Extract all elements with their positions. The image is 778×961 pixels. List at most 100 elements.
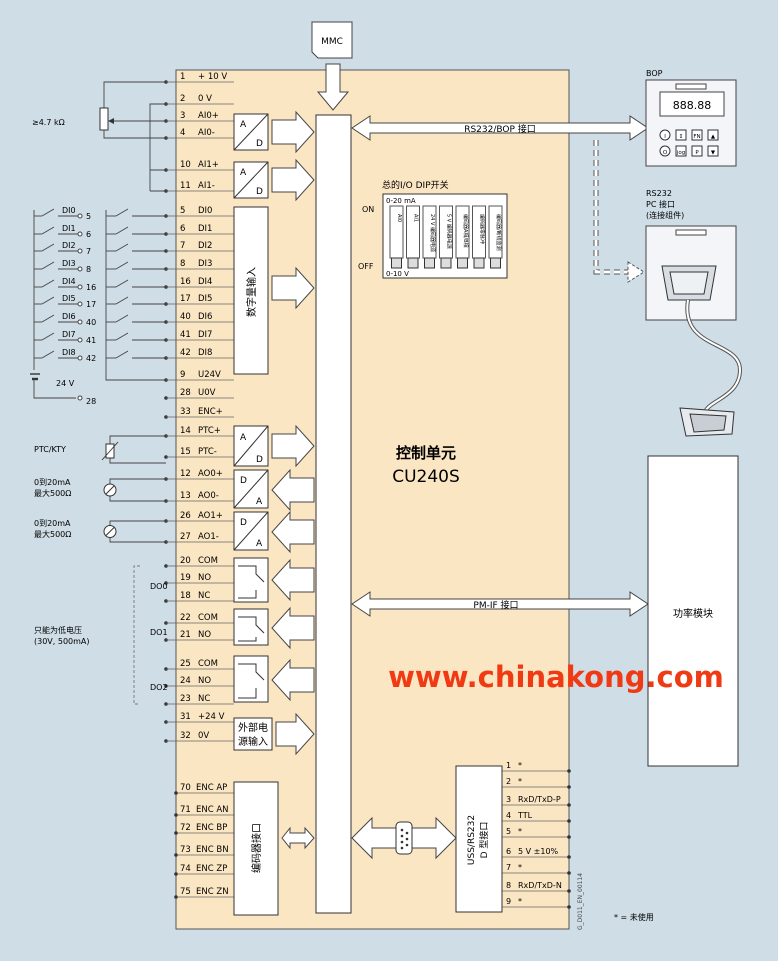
arrow-di-to-bus [271,266,315,310]
terminal-number: 13 [180,491,191,501]
dip-switch-label: 5 V 编码器电源 [446,214,453,249]
terminal-number: 11 [180,181,191,191]
control-unit-title: 控制单元 [396,444,456,462]
terminal-label: NO [198,676,211,686]
bop-key-label: ▲ [711,134,716,140]
terminal-number: 18 [180,591,191,601]
encoder-terminal-node [174,872,178,876]
ao1-range: 0到20mA [34,519,71,528]
dsub-label-2: D 型接口 [478,822,490,859]
bop-key-label: jog [676,150,685,156]
dashed-bop-pc-link [593,140,645,283]
do2-label: DO2 [150,683,168,692]
arrow-ptc-to-bus [271,424,315,468]
terminal-number: 9 [180,370,185,380]
terminal-number: 22 [180,613,191,623]
dsub-pin-node [567,819,571,823]
svg-text:A: A [256,497,263,507]
mmc-card [311,21,353,59]
terminal-number: 40 [180,312,191,322]
do1-label: DO1 [150,628,168,637]
watermark: www.chinakong.com [388,660,724,694]
terminal-number: 12 [180,469,191,479]
dsub-pin-label: * [518,897,522,906]
dsub-pin-label: * [518,761,522,770]
dip-title: 总的I/O DIP开关 [382,179,449,191]
terminal-label: NC [198,694,210,704]
bop-key [659,129,671,141]
resistor-label: ≥4.7 kΩ [32,118,65,127]
terminal-number: 32 [180,731,191,741]
digital-input-label: 数字量输入 [245,267,258,317]
dip-bottom-range: 0-10 V [386,270,409,278]
dsub-pin-node [567,803,571,807]
di-switch-label: DI0 [62,206,76,215]
di-switch-label: DI8 [62,348,76,357]
terminal-number: 33 [180,407,191,417]
encoder-terminal-label: ENC BP [196,823,227,833]
terminal-number: 5 [180,206,185,216]
ptc-label: PTC/KTY [34,445,66,454]
signal-arrows [271,110,649,860]
terminal-label: DI3 [198,259,212,269]
relay-note-2: (30V, 500mA) [34,637,90,646]
ptc-converter: A D [233,425,269,467]
di-switch-pin: 40 [86,318,96,327]
terminal-label: + 10 V [198,72,227,82]
arrow-bus-to-do1 [271,606,315,650]
dsub-pin-label: * [518,777,522,786]
terminal-label: COM [198,613,218,623]
bop-key-label: O [663,150,668,156]
bop-key [675,145,687,157]
encoder-terminal-number: 70 [180,783,191,793]
terminal-label: DI0 [198,206,212,216]
dip-switch-label: 编码器零脉冲 [479,214,486,244]
dsub-pin-number: 2 [506,777,511,786]
encoder-terminal-label: ENC AP [196,783,227,793]
svg-text:A: A [240,168,247,178]
terminal-number: 31 [180,712,191,722]
terminal-label: NC [198,591,210,601]
dsub-pin-number: 6 [506,847,511,856]
encoder-terminal-node [174,831,178,835]
dsub-block [455,765,503,913]
terminal-label: DI4 [198,277,212,287]
ao0-range: 0到20mA [34,478,71,487]
dsub-pin-node [567,835,571,839]
relay-do2 [233,655,269,703]
encoder-terminal-node [174,853,178,857]
rs232-label-2: PC 接口 [646,199,675,209]
ai0-converter: A D [233,113,269,151]
terminal-number: 24 [180,676,191,686]
bop-key-label: FN [693,134,700,140]
terminal-number: 17 [180,294,191,304]
arrow-ai1-to-bus [271,158,315,202]
terminal-label: ENC+ [198,407,223,417]
relay-do1 [233,608,269,646]
power-module-label: 功率模块 [673,607,713,620]
di-switch-label: DI1 [62,224,76,233]
di-switch-pin: 7 [86,247,91,256]
dsub-pin-number: 1 [506,761,511,770]
svg-text:D: D [256,187,263,197]
terminal-number: 23 [180,694,191,704]
bop-key [675,129,687,141]
di-switch-pin: 5 [86,212,91,221]
bop-key [707,145,719,157]
svg-text:A: A [240,433,247,443]
terminal-label: DI6 [198,312,212,322]
terminal-number: 14 [180,426,191,436]
di-switch-pin: 41 [86,336,96,345]
dsub-pin-label: * [518,863,522,872]
ao0-converter: D A [233,469,269,509]
terminal-label: PTC- [198,447,217,457]
dsub-pin-label: RxD/TxD-P [518,795,561,804]
terminal-label: NO [198,573,211,583]
external-supply-line1: 外部电 [238,721,268,734]
di-switch-label: DI6 [62,312,76,321]
encoder-terminal-number: 75 [180,887,191,897]
di-switch-pin: 8 [86,265,91,274]
